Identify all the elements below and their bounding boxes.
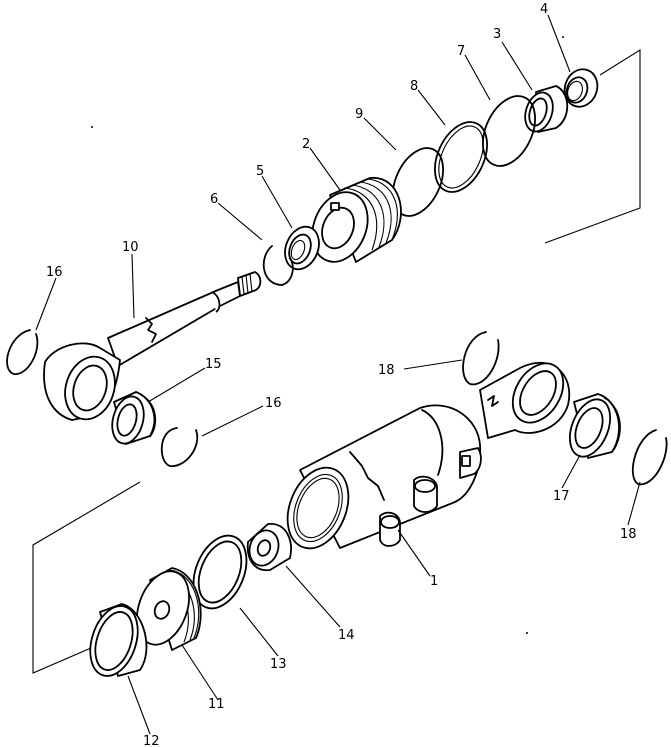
part-11-piston [136,567,202,651]
part-1-cylinder-tube [286,361,571,550]
callout-2: 2 [302,137,310,152]
leader-lines [35,14,641,735]
part-14-nut [246,523,292,572]
callout-3: 3 [493,27,501,42]
scan-speck [526,632,528,634]
callout-17: 17 [553,489,570,504]
callout-15: 15 [205,357,222,372]
part-8-backup-ring [434,121,488,193]
part-15-bushing [111,391,157,445]
callout-4: 4 [540,2,548,17]
part-10-piston-rod [43,271,262,421]
part-9-o-ring [392,147,444,217]
callout-11: 11 [208,697,225,712]
guide-bracket-bottom [32,481,141,674]
callout-16-upper: 16 [46,265,63,280]
callout-1: 1 [430,574,438,589]
part-12-piston-ring [89,603,148,677]
part-16-snap-ring-upper [6,329,39,375]
callout-13: 13 [270,657,287,672]
callout-18-lower: 18 [620,527,637,542]
callout-16-lower: 16 [265,396,282,411]
part-18-snap-ring-upper [462,331,500,386]
scan-speck [562,36,564,38]
callout-8: 8 [410,79,418,94]
callout-9: 9 [355,107,363,122]
callout-7: 7 [457,44,465,59]
part-5-bushing [284,225,320,271]
callout-18-upper: 18 [378,363,395,378]
part-6-snap-ring [262,245,294,286]
part-2-cylinder-head [311,177,402,263]
callout-10: 10 [122,240,139,255]
part-3-bushing [524,85,569,133]
part-16-snap-ring-lower [160,427,199,467]
part-7-o-ring [482,95,536,167]
callout-5: 5 [256,164,264,179]
callout-14: 14 [338,628,355,643]
callout-labels: 1 2 3 4 5 6 7 8 9 10 11 12 13 14 15 16 1… [46,2,637,747]
part-13-wear-ring [192,534,248,610]
guide-bracket-top [544,49,641,244]
callout-6: 6 [210,192,218,207]
scan-speck [91,126,93,128]
part-17-bushing [568,393,621,459]
part-4-wiper [563,68,599,108]
part-18-snap-ring-lower [631,429,668,485]
callout-12: 12 [143,734,160,747]
